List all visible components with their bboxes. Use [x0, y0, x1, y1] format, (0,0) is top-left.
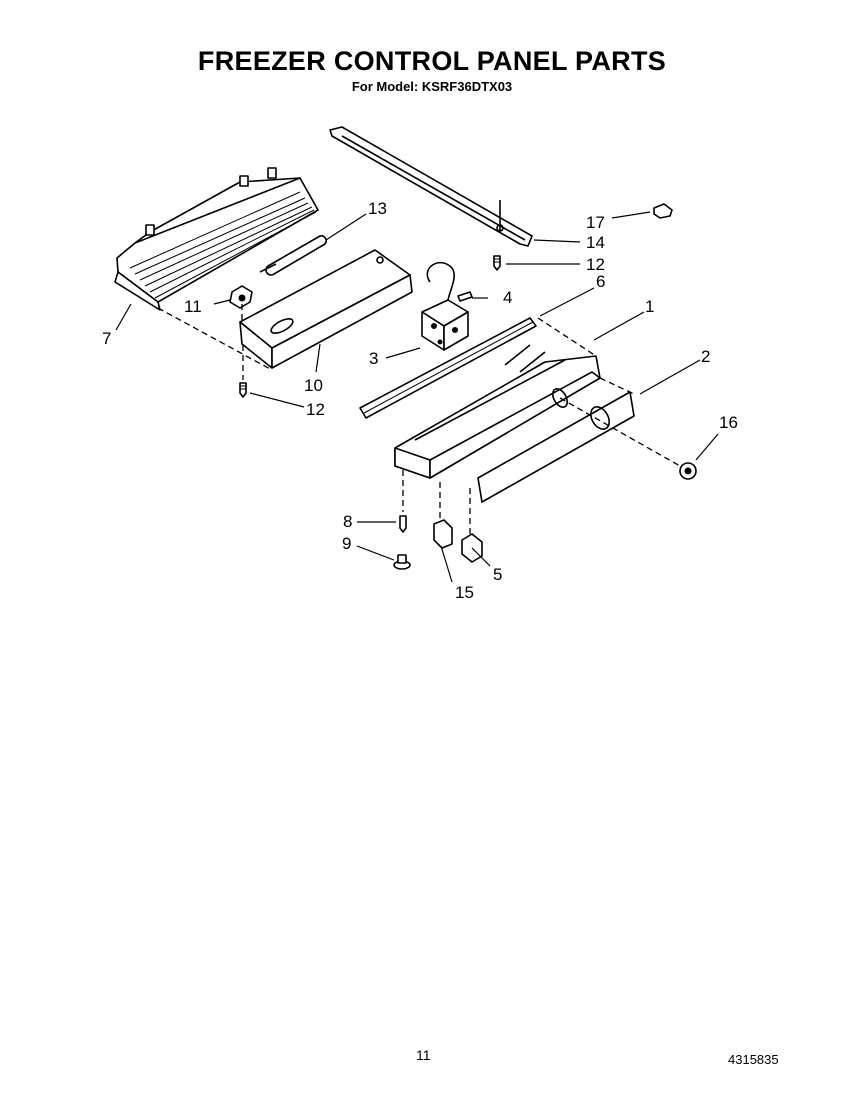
callout-14: 14: [586, 233, 605, 252]
overlay-panel-part: [477, 391, 635, 503]
washer-part: [393, 554, 411, 570]
screw-part: [457, 291, 473, 302]
switch-part: [433, 519, 483, 563]
callout-4: 4: [503, 288, 512, 307]
sensor-tube-part: [259, 235, 327, 276]
callout-13: 13: [368, 199, 387, 218]
callout-15: 15: [455, 583, 474, 602]
callout-9: 9: [342, 534, 351, 553]
callout-1: 1: [645, 297, 654, 316]
callout-10: 10: [304, 376, 323, 395]
callout-11: 11: [184, 297, 202, 316]
callout-3: 3: [369, 349, 378, 368]
page-title: FREEZER CONTROL PANEL PARTS: [197, 46, 667, 76]
control-housing-part: [394, 344, 601, 479]
screw-part: [493, 255, 501, 271]
callout-7: 7: [102, 329, 111, 348]
callout-12-lower: 12: [306, 400, 325, 419]
callout-17: 17: [586, 213, 605, 232]
callout-16: 16: [719, 413, 738, 432]
mounting-strip-part: [329, 126, 533, 247]
callout-12-top: 12: [586, 255, 605, 274]
callout-5: 5: [493, 565, 502, 584]
knob-part: [679, 462, 697, 480]
thermostat-part: [421, 261, 469, 351]
model-subtitle: For Model: KSRF36DTX03: [351, 79, 513, 94]
gasket-strip-part: [359, 317, 537, 419]
callout-8: 8: [343, 512, 352, 531]
small-clip-part: [653, 203, 673, 219]
page-number: 11: [416, 1047, 431, 1063]
screw-part: [239, 382, 247, 398]
screw-part: [399, 515, 407, 533]
control-bracket-part: [239, 249, 413, 369]
callout-2: 2: [701, 347, 710, 366]
document-number: 4315835: [728, 1052, 779, 1067]
callout-6: 6: [596, 272, 605, 291]
clip-part: [229, 285, 253, 309]
grille-cover-part: [114, 167, 319, 311]
